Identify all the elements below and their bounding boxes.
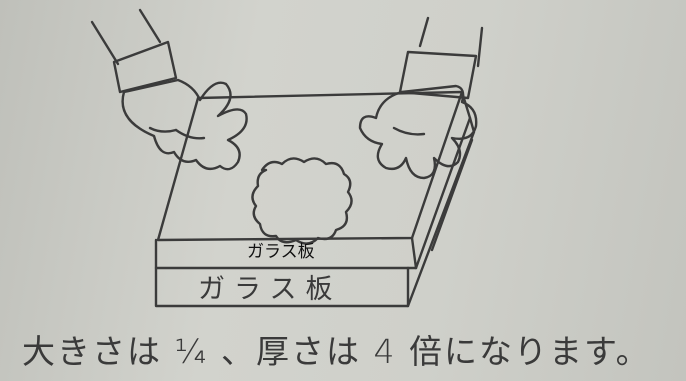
bottom-plate-label: ガラス板 (198, 274, 342, 305)
top-plate-label: ガラス板 (247, 242, 315, 262)
cloud-shaped-sample (251, 157, 353, 245)
right-glove-hand (358, 16, 484, 180)
left-glove-hand (90, 8, 248, 171)
caption-text: 大きさは ¼ 、厚さは 4 倍になります。 (22, 332, 651, 371)
